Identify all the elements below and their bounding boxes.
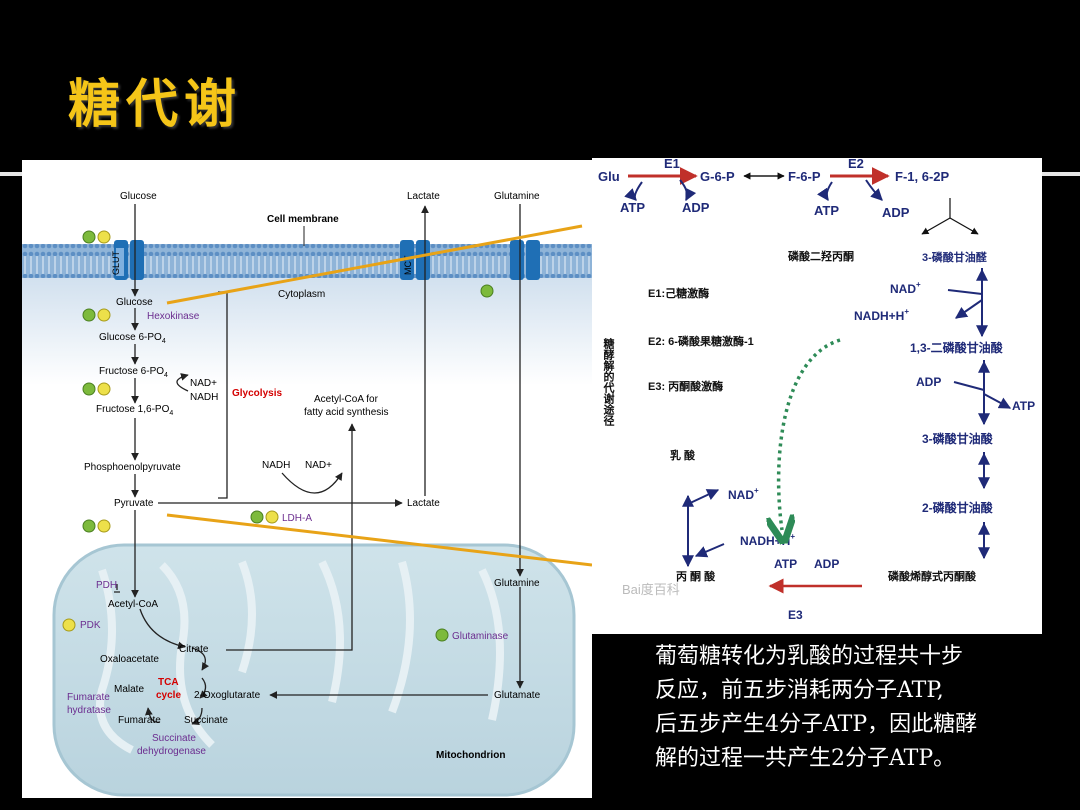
watermark: Bai度百科 (622, 582, 680, 597)
mitochondrion-label: Mitochondrion (436, 750, 505, 761)
summary-line: 后五步产生4分子ATP，因此糖酵 (655, 712, 978, 737)
cytoplasm-label: Cytoplasm (278, 289, 325, 300)
fatty-acid-label: fatty acid synthesis (304, 407, 388, 418)
highlight-line-bottom (166, 513, 592, 567)
pyruvate-cn-label: 丙 酮 酸 (676, 569, 716, 583)
pyruvate-label: Pyruvate (114, 498, 154, 509)
glutaminase-label: Glutaminase (452, 631, 509, 642)
tca-label: TCA (158, 677, 179, 688)
oxoglutarate-label: 2-Oxoglutarate (194, 690, 261, 701)
glut-label: GLUT (111, 250, 121, 275)
pg2-label: 2-磷酸甘油酸 (922, 500, 994, 515)
g6p-label: G-6-P (700, 169, 735, 184)
cycle-label: cycle (156, 690, 181, 701)
summary-line: 反应，前五步消耗两分子ATP, (655, 678, 944, 703)
nadh2-label: NADH (262, 460, 290, 471)
glu-label: Glu (598, 169, 620, 184)
pdk-label: PDK (80, 620, 101, 631)
summary-text: 葡萄糖转化为乳酸的过程共十步 反应，前五步消耗两分子ATP, 后五步产生4分子A… (655, 640, 1055, 776)
f6p-label: F-6-P (788, 169, 821, 184)
glucose-label: Glucose (116, 297, 153, 308)
summary-line: 葡萄糖转化为乳酸的过程共十步 (655, 644, 964, 669)
atp1-label: ATP (620, 200, 645, 215)
metabolism-svg: GLUT MCT Glucose Lactate Glutamine Cell … (22, 191, 592, 798)
atp2-label: ATP (814, 203, 839, 218)
nad-plus2-label: NAD+ (305, 460, 332, 471)
lactate-mid-label: Lactate (407, 498, 440, 509)
citrate-label: Citrate (179, 644, 209, 655)
cofactor-dots (62, 230, 494, 642)
malate-label: Malate (114, 684, 144, 695)
pep-cn-label: 磷酸烯醇式丙酮酸 (888, 569, 977, 583)
mct-label: MCT (403, 255, 413, 275)
e2-label: E2: 6-磷酸果糖激酶-1 (648, 334, 754, 348)
succinate-label: Succinate (184, 715, 228, 726)
glut-transporter (114, 240, 144, 280)
ldha-label: LDH-A (282, 513, 312, 524)
atp4-label: ATP (774, 557, 797, 571)
fumarate-hydratase-label2: hydratase (67, 705, 111, 716)
glucose6p-label: Glucose 6-PO4 (99, 332, 166, 345)
glycolysis-svg: Glu E1 G-6-P F-6-P E2 F-1, 6-2P ATP ADP … (598, 158, 1035, 622)
lactate-top-label: Lactate (407, 191, 440, 202)
adp1-label: ADP (682, 200, 710, 215)
dhap-label: 磷酸二羟丙酮 (788, 249, 854, 263)
atp3-label: ATP (1012, 399, 1035, 413)
cancer-metabolism-diagram: GLUT MCT Glucose Lactate Glutamine Cell … (22, 160, 592, 798)
sdh-label2: dehydrogenase (137, 746, 206, 757)
e2-top-label: E2 (848, 158, 864, 171)
glutamine-top-label: Glutamine (494, 191, 540, 202)
summary-line: 解的过程一共产生2分子ATP。 (655, 746, 956, 771)
nad-plus-label: NAD+ (190, 378, 217, 389)
e3-label: E3: 丙酮酸激酶 (648, 379, 723, 393)
sdh-label1: Succinate (152, 733, 196, 744)
pg3-label: 3-磷酸甘油酸 (922, 431, 994, 446)
nadh-h2-label: NADH+H+ (740, 532, 795, 548)
fumarate-label: Fumarate (118, 715, 161, 726)
cell-membrane (22, 244, 592, 278)
adp2-label: ADP (882, 205, 910, 220)
pathway-vertical-label: 糖酵解的代谢途径 (602, 337, 616, 427)
acetylcoa-for-label: Acetyl-CoA for (314, 394, 379, 405)
g3p-label: 3-磷酸甘油醛 (922, 250, 988, 264)
nadh-h-label: NADH+H+ (854, 307, 909, 323)
pdh-label: PDH (96, 580, 117, 591)
fructose6p-label: Fructose 6-PO4 (99, 366, 168, 379)
highlight-line-top (166, 224, 583, 305)
e3-bottom-label: E3 (788, 608, 803, 622)
acetylcoa-label: Acetyl-CoA (108, 599, 158, 610)
nadh-recycle-arrow (779, 338, 841, 530)
glycolysis-label: Glycolysis (232, 388, 282, 399)
oxaloacetate-label: Oxaloacetate (100, 654, 159, 665)
glycolysis-pathway-diagram: Glu E1 G-6-P F-6-P E2 F-1, 6-2P ATP ADP … (592, 158, 1042, 634)
fumarate-hydratase-label1: Fumarate (67, 692, 110, 703)
pep-label: Phosphoenolpyruvate (84, 462, 181, 473)
e1-label: E1:己糖激酶 (648, 286, 709, 300)
mct-transporter (400, 240, 430, 280)
nad2-label: NAD+ (728, 486, 759, 502)
nad-label: NAD+ (890, 280, 921, 296)
hexokinase-label: Hexokinase (147, 311, 200, 322)
nadh-label: NADH (190, 392, 218, 403)
glucose-top-label: Glucose (120, 191, 157, 202)
slide-title: 糖代谢 (68, 74, 243, 135)
bpg13-label: 1,3-二磷酸甘油酸 (910, 340, 1004, 355)
e1-top-label: E1 (664, 158, 680, 171)
lactic-acid-label: 乳 酸 (670, 448, 696, 462)
adp3-label: ADP (916, 375, 941, 389)
glutamine-mito-label: Glutamine (494, 578, 540, 589)
adp4-label: ADP (814, 557, 839, 571)
cell-membrane-label: Cell membrane (267, 214, 339, 225)
f16p-label: F-1, 6-2P (895, 169, 950, 184)
glutamate-label: Glutamate (494, 690, 541, 701)
fructose16p-label: Fructose 1,6-PO4 (96, 404, 173, 417)
